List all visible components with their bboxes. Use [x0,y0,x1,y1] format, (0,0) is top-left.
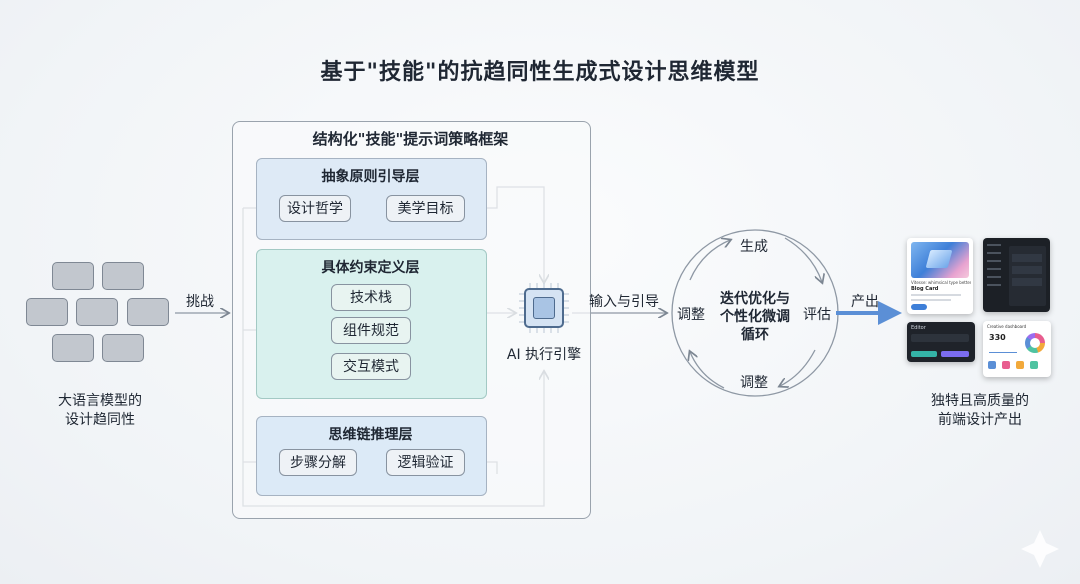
output-caption-line2: 前端设计产出 [938,412,1022,428]
cycle-center-line1: 迭代优化与 [720,291,790,307]
dark-sidebar-thumbnail [983,238,1050,312]
layer-abstract-title: 抽象原则引导层 [321,169,420,185]
dashboard-thumbnail: Creative dashboard 330 [983,321,1051,377]
item-design-philosophy: 设计哲学 [279,195,351,222]
input-guide-label: 输入与引导 [589,294,659,310]
blog-card-sub: Vitesse: whimsical type better fast [911,280,971,285]
item-step-decomposition: 步骤分解 [279,449,357,476]
dashboard-value: 330 [989,333,1006,342]
cycle-center-line3: 循环 [741,327,769,343]
item-aesthetic-goals: 美学目标 [386,195,465,222]
editor-title: Editor [911,325,926,331]
layer-concrete-title: 具体约束定义层 [321,260,420,276]
cycle-adjust-bottom-label: 调整 [740,375,768,391]
framework-title: 结构化"技能"提示词策略框架 [312,130,509,148]
challenge-label: 挑战 [186,294,214,310]
layer-cot-title: 思维链推理层 [328,427,413,443]
cycle-evaluate-label: 评估 [803,307,831,323]
blog-card-thumbnail: Vitesse: whimsical type better fast Blog… [907,238,973,314]
page-title: 基于"技能"的抗趋同性生成式设计思维模型 [320,60,760,85]
item-interaction-mode: 交互模式 [331,353,411,380]
item-component-spec: 组件规范 [331,317,411,344]
output-arrow-label: 产出 [851,294,879,310]
llm-grid-icon [26,262,172,364]
cpu-core-icon [533,297,555,319]
blog-card-title: Blog Card [911,286,939,292]
item-logic-verification: 逻辑验证 [386,449,465,476]
output-caption-line1: 独特且高质量的 [931,393,1029,409]
cycle-adjust-left-label: 调整 [677,307,705,323]
editor-thumbnail: Editor [907,322,975,362]
cycle-center-line2: 个性化微调 [720,309,790,325]
llm-caption-line1: 大语言模型的 [58,393,142,409]
cpu-chip-icon [524,288,564,328]
cycle-generate-label: 生成 [740,239,768,255]
dashboard-title: Creative dashboard [987,324,1027,329]
item-tech-stack: 技术栈 [331,284,411,311]
engine-label: AI 执行引擎 [506,347,582,363]
llm-caption-line2: 设计趋同性 [65,412,135,428]
